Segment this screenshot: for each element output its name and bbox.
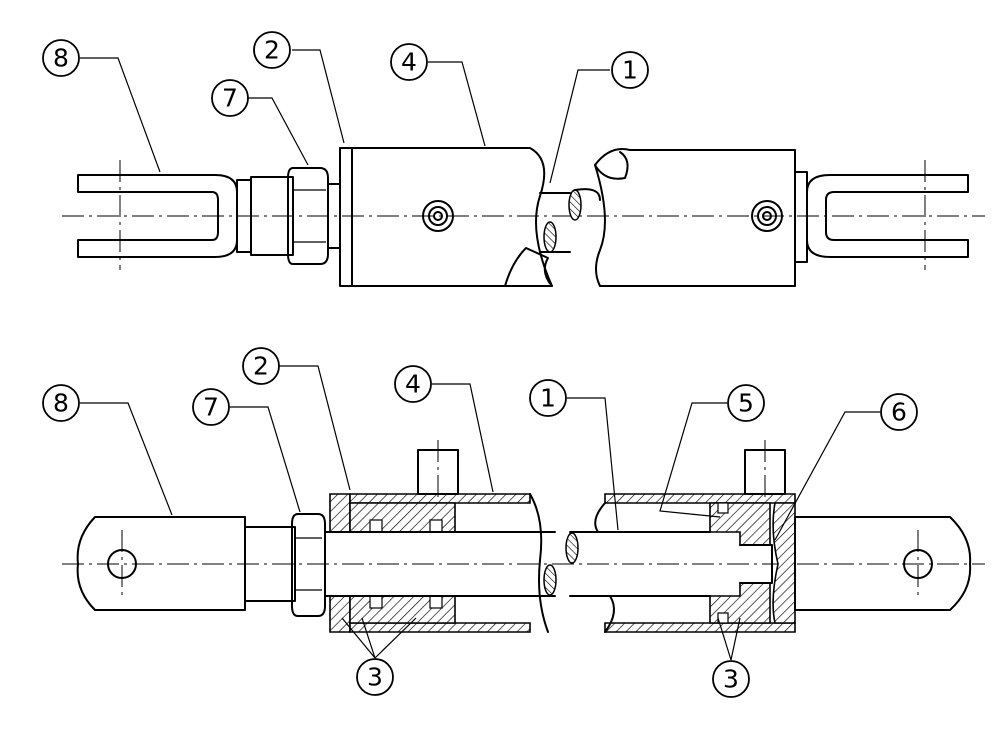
top-collar <box>250 176 294 256</box>
callout-bottom-8: 8 <box>42 384 80 422</box>
svg-text:5: 5 <box>738 389 754 418</box>
bottom-left-gland <box>329 440 549 633</box>
leaders <box>80 49 880 661</box>
callout-top-7: 7 <box>211 79 249 117</box>
bottom-piston-rod <box>324 531 711 597</box>
callout-bottom-7: 7 <box>192 388 230 426</box>
top-rod-break <box>539 188 601 253</box>
top-left-clevis <box>77 160 252 270</box>
callout-top-2: 2 <box>253 31 291 69</box>
svg-text:3: 3 <box>723 665 739 694</box>
callout-top-1: 1 <box>611 51 649 89</box>
callout-bottom-6: 6 <box>880 393 918 431</box>
callout-top-8: 8 <box>42 39 80 77</box>
svg-text:4: 4 <box>401 48 417 77</box>
callout-bottom-4: 4 <box>394 365 432 403</box>
svg-text:8: 8 <box>53 44 69 73</box>
bottom-collar <box>244 526 296 602</box>
bottom-left-eye <box>76 516 246 611</box>
bottom-piston <box>709 440 786 624</box>
svg-text:1: 1 <box>622 56 638 85</box>
callout-bottom-1: 1 <box>529 379 567 417</box>
callout-top-4: 4 <box>390 43 428 81</box>
svg-text:7: 7 <box>203 393 219 422</box>
top-view <box>62 147 985 287</box>
bottom-view <box>62 440 985 633</box>
top-left-barrel <box>339 147 553 287</box>
svg-text:3: 3 <box>367 663 383 692</box>
bottom-right-barrel <box>594 493 796 633</box>
bottom-hex-nut <box>291 513 326 617</box>
top-right-barrel <box>594 148 808 287</box>
svg-text:4: 4 <box>405 370 421 399</box>
svg-text:2: 2 <box>253 352 269 381</box>
callout-seal-right-3: 3 <box>712 660 750 698</box>
svg-text:1: 1 <box>540 384 556 413</box>
svg-text:8: 8 <box>53 389 69 418</box>
callout-bubbles: 8 7 2 4 1 8 7 2 <box>42 31 918 698</box>
svg-text:6: 6 <box>891 398 907 427</box>
bottom-end-cap <box>772 502 796 624</box>
svg-text:2: 2 <box>264 36 280 65</box>
callout-seal-left-3: 3 <box>356 658 394 696</box>
bottom-right-eye <box>794 516 972 611</box>
top-right-clevis <box>806 160 969 270</box>
callout-bottom-2: 2 <box>242 347 280 385</box>
callout-bottom-5: 5 <box>727 384 765 422</box>
top-hex-nut <box>287 167 329 265</box>
svg-text:7: 7 <box>222 84 238 113</box>
